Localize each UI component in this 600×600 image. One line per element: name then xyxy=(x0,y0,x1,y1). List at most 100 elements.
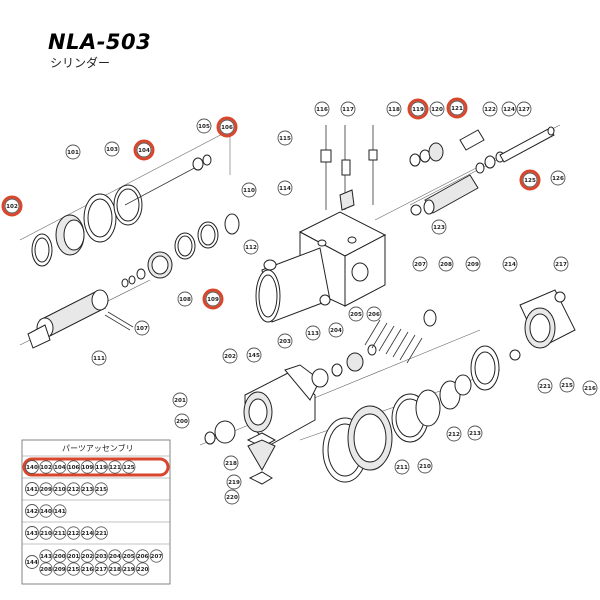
part-number-label: 214 xyxy=(82,531,94,537)
valve-block xyxy=(255,125,387,323)
row-id-label: 143 xyxy=(26,531,38,537)
callout-112: 112 xyxy=(243,239,259,255)
callout-circle xyxy=(438,256,454,272)
callout-200: 200 xyxy=(174,413,190,429)
callout-205: 205 xyxy=(348,306,364,322)
part-number-label: 220 xyxy=(137,567,149,573)
callout-107: 107 xyxy=(134,320,150,336)
page-subtitle: シリンダー xyxy=(50,56,111,70)
part-number-label: 219 xyxy=(123,567,135,573)
callout-label: 116 xyxy=(316,107,328,113)
part-number-label: 210 xyxy=(54,487,66,493)
callout-label: 113 xyxy=(307,331,319,337)
callout-highlight-ring xyxy=(407,98,429,120)
part-number-label: 125 xyxy=(123,465,135,471)
part-circle xyxy=(122,549,136,563)
part-number-label: 212 xyxy=(68,487,80,493)
part-circle xyxy=(136,549,150,563)
callout-circle xyxy=(314,101,330,117)
part-number-label: 119 xyxy=(95,465,107,471)
callout-circle xyxy=(174,413,190,429)
callout-circle xyxy=(386,101,402,117)
part-circle xyxy=(108,549,122,563)
part-number-label: 205 xyxy=(123,554,135,560)
callout-circle xyxy=(134,320,150,336)
callout-circle xyxy=(224,489,240,505)
callout-216: 216 xyxy=(582,380,598,396)
callout-circle xyxy=(348,306,364,322)
callout-label: 203 xyxy=(279,339,291,345)
callout-circle xyxy=(277,180,293,196)
part-number-label: 106 xyxy=(68,465,80,471)
callout-label: 114 xyxy=(279,186,291,192)
row-id-circle xyxy=(25,460,39,474)
callout-circle xyxy=(559,377,575,393)
callout-circle xyxy=(431,219,447,235)
callout-circle xyxy=(417,458,433,474)
callout-circle xyxy=(501,101,517,117)
part-circle xyxy=(80,460,95,474)
callout-label: 215 xyxy=(561,383,573,389)
callout-label: 105 xyxy=(198,124,210,130)
callout-117: 117 xyxy=(340,101,356,117)
callout-209: 209 xyxy=(465,256,481,272)
callout-label: 107 xyxy=(136,326,148,332)
callout-201: 201 xyxy=(172,392,188,408)
part-circle xyxy=(80,562,95,576)
callout-203: 203 xyxy=(277,333,293,349)
callout-circle xyxy=(305,325,321,341)
callout-circle xyxy=(4,198,20,214)
callout-label: 201 xyxy=(174,398,186,404)
callout-110: 110 xyxy=(241,182,257,198)
part-number-label: 201 xyxy=(68,554,80,560)
part-circle xyxy=(136,562,150,576)
row-id-circle xyxy=(25,555,39,569)
callout-circle xyxy=(222,348,238,364)
callout-123: 123 xyxy=(431,219,447,235)
part-circle xyxy=(94,549,108,563)
callout-125: 125 xyxy=(519,169,541,191)
callout-circle xyxy=(582,380,598,396)
callout-208: 208 xyxy=(438,256,454,272)
part-number-label: 209 xyxy=(54,567,66,573)
row-id-label: 141 xyxy=(26,487,38,493)
callout-label: 145 xyxy=(248,353,260,359)
callout-circle xyxy=(449,100,465,116)
callout-118: 118 xyxy=(386,101,402,117)
callout-145: 145 xyxy=(246,347,262,363)
callout-label: 106 xyxy=(221,125,233,131)
callout-label: 206 xyxy=(368,312,380,318)
callout-circle xyxy=(136,142,152,158)
part-circle xyxy=(122,562,136,576)
callout-214: 214 xyxy=(502,256,518,272)
callout-220: 220 xyxy=(224,489,240,505)
callout-204: 204 xyxy=(328,322,344,338)
part-number-label: 102 xyxy=(40,465,52,471)
callout-217: 217 xyxy=(553,256,569,272)
callout-label: 103 xyxy=(106,147,118,153)
callout-label: 115 xyxy=(279,136,291,142)
callout-label: 200 xyxy=(176,419,188,425)
callout-label: 219 xyxy=(228,480,240,486)
part-number-label: 140 xyxy=(40,509,52,515)
callout-label: 122 xyxy=(484,107,496,113)
callout-circle xyxy=(522,172,538,188)
callout-210: 210 xyxy=(417,458,433,474)
part-circle xyxy=(80,549,95,563)
callout-highlight-ring xyxy=(202,288,224,310)
callout-circle xyxy=(550,170,566,186)
callout-206: 206 xyxy=(366,306,382,322)
callout-label: 109 xyxy=(207,297,219,303)
callout-circle xyxy=(502,256,518,272)
callout-circle xyxy=(410,101,426,117)
callout-circle xyxy=(172,392,188,408)
part-number-label: 121 xyxy=(109,465,121,471)
callout-circle xyxy=(340,101,356,117)
callout-207: 207 xyxy=(412,256,428,272)
part-number-label: 218 xyxy=(109,567,121,573)
callout-label: 108 xyxy=(179,297,191,303)
part-number-label: 212 xyxy=(68,531,80,537)
